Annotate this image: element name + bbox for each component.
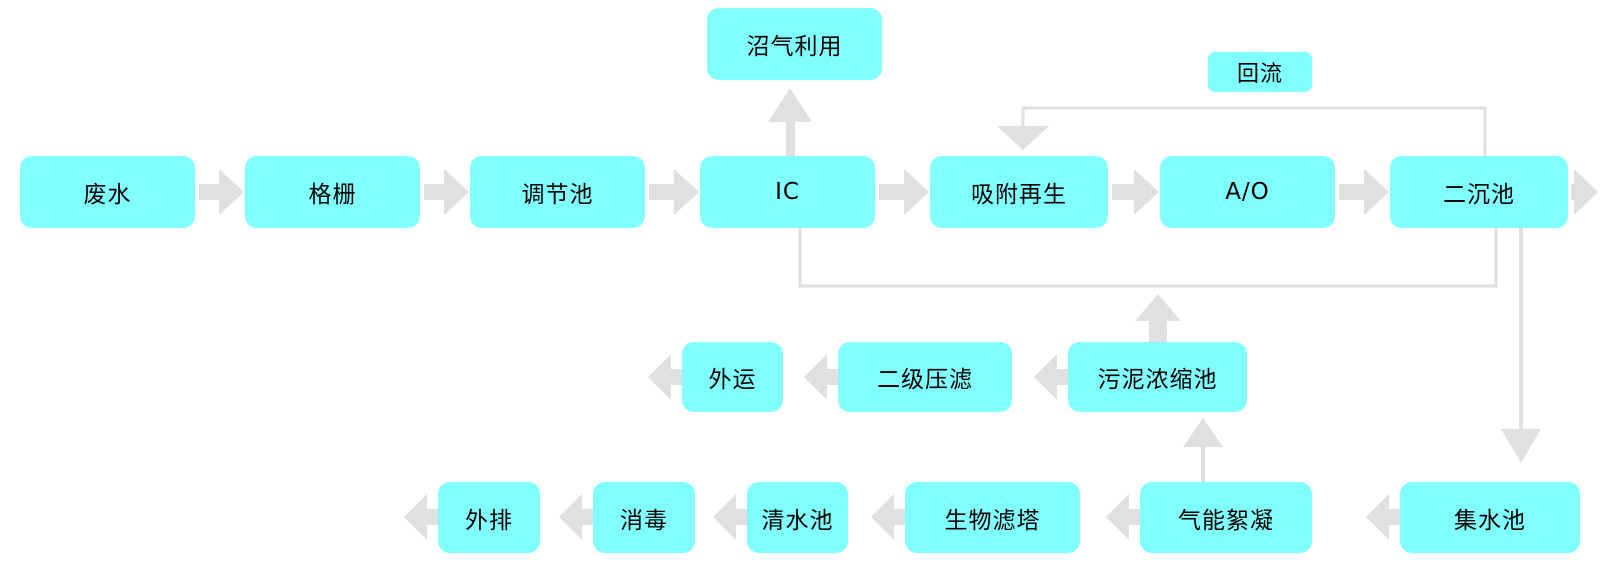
arrow-ao-to-secondary-clarifier [1339,169,1389,215]
arrow-outbound-exit-left [648,354,682,400]
node-secondary-clarifier: 二沉池 [1390,156,1568,228]
node-ao-process: A/O [1160,156,1335,228]
node-gas-flocculation: 气能絮凝 [1140,482,1312,553]
node-biological-filter-tower: 生物滤塔 [905,482,1080,553]
node-disinfection: 消毒 [593,482,695,553]
node-bar-screen: 格栅 [245,156,420,228]
arrow-regulating-tank-to-ic [649,169,699,215]
arrow-screen-to-regulating-tank [424,169,469,215]
arrow-wastewater-to-screen [199,169,244,215]
arrow-discharge-exit-left [404,494,438,540]
arrow-secondary-to-collecting-tank [1501,228,1541,463]
arrow-adsorption-to-ao [1112,169,1159,215]
reflux-line-secondary-to-adsorption [997,106,1487,156]
arrow-press-to-outbound [804,354,838,400]
node-regulating-tank: 调节池 [470,156,645,228]
arrow-ic-to-adsorption [879,169,929,215]
arrow-flocculation-to-biofilter [1106,494,1140,540]
arrow-secondary-clarifier-exit-right [1571,169,1598,215]
arrow-clearwater-to-disinfection [713,494,747,540]
node-discharge: 外排 [438,482,540,553]
arrow-thickener-to-press [1034,354,1068,400]
node-biogas-utilization: 沼气利用 [707,8,882,80]
node-adsorption-regeneration: 吸附再生 [930,156,1108,228]
node-secondary-press-filter: 二级压滤 [838,342,1012,412]
node-collecting-tank: 集水池 [1400,482,1580,553]
arrow-flocculation-to-thickener [1183,418,1223,482]
line-ic-secondary-bottom [798,228,1498,288]
node-reflux-label: 回流 [1208,52,1312,92]
node-sludge-thickening-tank: 污泥浓缩池 [1068,342,1247,412]
arrow-biofilter-to-clearwater [871,494,905,540]
node-ic-reactor: IC [700,156,875,228]
node-outbound-transport: 外运 [682,342,783,412]
arrow-collecting-to-flocculation [1366,494,1400,540]
node-clear-water-tank: 清水池 [747,482,848,553]
arrow-ic-to-biogas [768,88,812,156]
arrow-thickener-to-bottom-line [1135,294,1181,342]
node-wastewater: 废水 [20,156,195,228]
arrow-disinfection-to-discharge [559,494,593,540]
